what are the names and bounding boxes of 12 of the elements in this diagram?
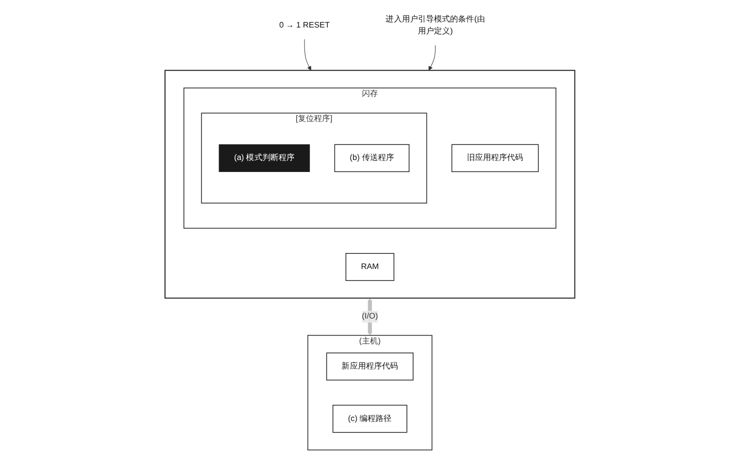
node-text: 0 → 1 RESET xyxy=(279,21,330,30)
node-box: (b) 传送程序 xyxy=(334,144,410,172)
arrow xyxy=(304,38,312,71)
node-text: 进入用户引导模式的条件(由用户定义) xyxy=(386,15,486,36)
node-box: (a) 模式判断程序 xyxy=(218,144,310,172)
node-box: (c) 编程路径 xyxy=(332,404,408,433)
node-box: RAM xyxy=(346,253,394,281)
node-box: 旧应用程序代码 xyxy=(452,144,539,172)
node-box: 新应用程序代码 xyxy=(326,352,414,380)
edge-label: (I/O) xyxy=(362,312,378,321)
cluster xyxy=(164,70,576,299)
arrow xyxy=(428,44,436,71)
